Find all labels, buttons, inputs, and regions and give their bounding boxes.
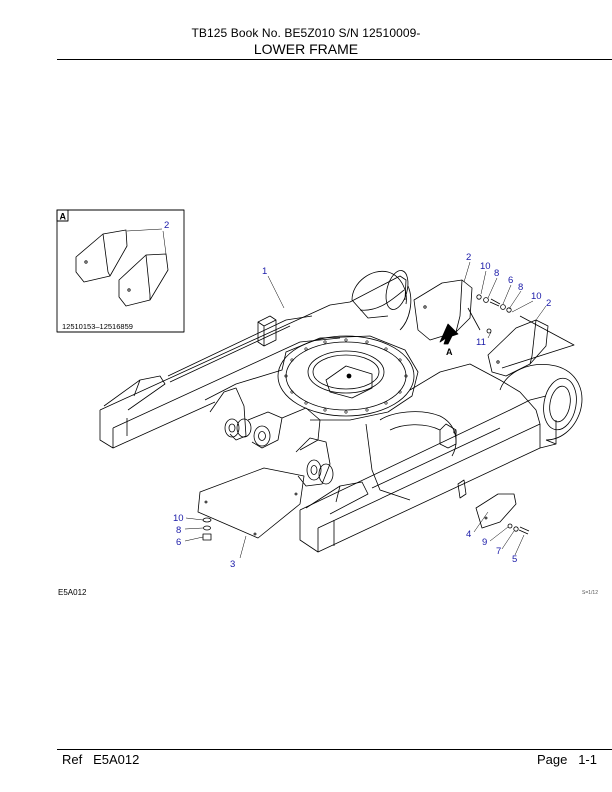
lower-frame-artwork — [99, 270, 583, 553]
callout-3: 3 — [230, 559, 235, 570]
view-arrow-a — [439, 323, 459, 345]
idler-housing-right — [543, 377, 577, 431]
leader-lines — [184, 261, 547, 559]
guard-plate-top — [413, 279, 473, 341]
figure-mark: S=1/12 — [582, 590, 598, 596]
inset-callout: 2 — [164, 220, 169, 231]
callout-group: 1 2 10 8 6 8 10 2 11 10 8 6 3 4 9 7 5 — [173, 252, 551, 570]
callout-8: 8 — [176, 525, 181, 536]
inset-view-a — [56, 209, 185, 333]
inset-guard-plate-upper — [75, 229, 128, 283]
callout-7: 7 — [496, 546, 501, 557]
footer-rule — [57, 749, 612, 750]
view-marker-a: A — [446, 347, 453, 357]
under-cover — [197, 467, 305, 539]
guard-plate-right — [487, 319, 549, 377]
callout-1: 1 — [262, 266, 267, 277]
callout-4: 4 — [466, 529, 471, 540]
inset-serial-range: 12510153–12516859 — [62, 322, 133, 331]
callout-2: 2 — [466, 252, 471, 263]
callout-8: 8 — [494, 268, 499, 279]
footer-page: Page 1-1 — [537, 752, 597, 767]
callout-10: 10 — [531, 291, 542, 302]
side-cover-plate — [475, 493, 517, 529]
swing-circle-outer — [277, 335, 415, 417]
inset-view-letter: A — [60, 212, 67, 222]
callout-10: 10 — [173, 513, 184, 524]
callout-5: 5 — [512, 554, 517, 565]
callout-9: 9 — [482, 537, 487, 548]
page-header: TB125 Book No. BE5Z010 S/N 12510009- LOW… — [0, 26, 612, 57]
inset-guard-plate-lower — [118, 253, 169, 307]
callout-6: 6 — [508, 275, 513, 286]
callout-11: 11 — [476, 337, 486, 348]
figure-code: E5A012 — [58, 588, 87, 597]
callout-2: 2 — [546, 298, 551, 309]
swing-circle-inner — [307, 350, 385, 394]
book-title: TB125 Book No. BE5Z010 S/N 12510009- — [191, 26, 421, 40]
callout-6: 6 — [176, 537, 181, 548]
footer-ref: Ref E5A012 — [62, 752, 140, 767]
header-rule — [57, 59, 612, 60]
callout-8: 8 — [518, 282, 523, 293]
callout-10: 10 — [480, 261, 491, 272]
section-title: LOWER FRAME — [253, 41, 359, 57]
